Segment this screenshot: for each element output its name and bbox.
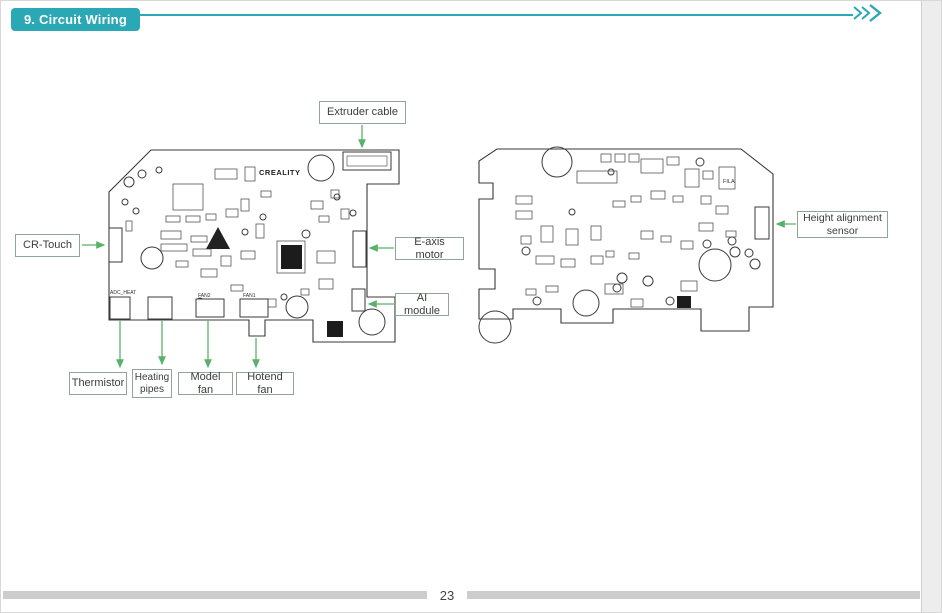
header-accent-line [17, 14, 853, 16]
page-title: 9. Circuit Wiring [11, 8, 140, 31]
silkscreen-brand-text: CREALITY [259, 168, 301, 177]
pcb-front-connectors [108, 151, 392, 320]
pcb-back-connectors [754, 206, 770, 240]
footer-divider-right [467, 591, 920, 599]
silkscreen-fan1-text: FAN1 [243, 293, 256, 299]
footer-divider-left [3, 591, 427, 599]
pcb-front-components [125, 166, 350, 308]
pcb-front: CREALITY ADC_HEAT FAN2 FAN1 [108, 149, 400, 343]
silkscreen-adc-heat-text: ADC_HEAT [110, 290, 136, 296]
callout-label: E-axis motor [414, 235, 445, 261]
callout-model-fan: Model fan [178, 370, 233, 396]
callout-ai-module: AI module [395, 291, 449, 317]
callout-label: Hotend fan [247, 370, 283, 396]
pcb-back-components [515, 153, 737, 308]
callout-label-line1: Heating [134, 372, 170, 383]
callout-hotend-fan: Hotend fan [236, 370, 294, 396]
pcb-front-outline [108, 149, 400, 343]
pcb-back-outline [478, 148, 774, 332]
pcb-front-dark-components [206, 227, 343, 337]
callout-label: AI module [403, 291, 441, 317]
pcb-back-mounting-holes [478, 146, 761, 344]
callout-arrows [82, 125, 796, 369]
callout-e-axis-motor: E-axis motor [395, 235, 464, 261]
page-edge-strip [921, 1, 941, 612]
callout-label: Extruder cable [327, 106, 398, 119]
callout-thermistor: Thermistor [69, 372, 127, 395]
pcb-back: FILA [478, 146, 774, 344]
silkscreen-fila-text: FILA [723, 179, 735, 185]
callout-extruder-cable: Extruder cable [319, 101, 406, 124]
chevron-right-icon [853, 4, 887, 27]
callout-label: CR-Touch [23, 239, 72, 252]
page-number: 23 [439, 588, 455, 603]
callout-label-line2: pipes [140, 383, 164, 395]
callout-heating-pipes: Heating pipes [132, 369, 172, 398]
silkscreen-fan2-text: FAN2 [198, 293, 211, 299]
callout-cr-touch: CR-Touch [15, 234, 80, 257]
callout-label: Model fan [190, 370, 221, 396]
callout-label: Thermistor [71, 377, 125, 390]
callout-label-line2: sensor [826, 224, 859, 237]
callout-label-line1: Height alignment [803, 212, 882, 225]
callout-height-alignment-sensor: Height alignment sensor [797, 211, 888, 238]
pcb-back-dark-components [677, 296, 691, 308]
